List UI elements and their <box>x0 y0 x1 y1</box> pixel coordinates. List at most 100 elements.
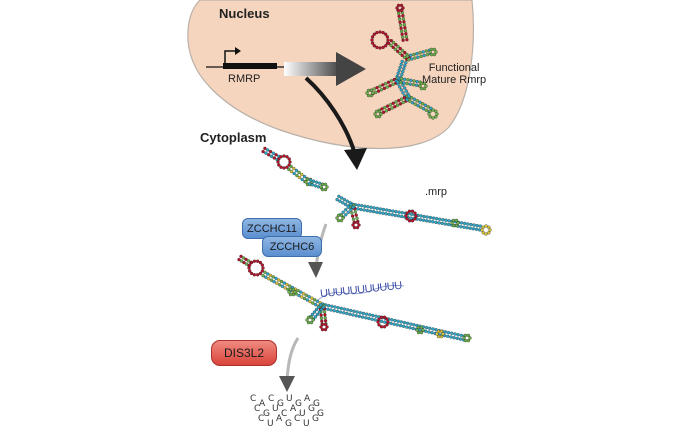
nucleotide-dot <box>429 47 434 52</box>
nucleotide-dot <box>421 102 425 106</box>
nucleotide-dot <box>316 305 321 309</box>
nucleotide-dot <box>468 226 472 230</box>
gene-label: RMRP <box>228 73 261 85</box>
nucleotide-dot <box>404 214 408 218</box>
nucleotide-dot <box>383 81 388 86</box>
nucleotide-dot <box>247 266 251 270</box>
nucleotide-dot <box>402 96 407 100</box>
nucleotide-dot <box>327 303 331 308</box>
nucleotide-dot <box>393 318 397 323</box>
nucleotide-dot <box>322 310 327 314</box>
nucleotide-dot <box>447 219 451 223</box>
nucleotide-dot <box>354 213 358 217</box>
nucleotide-dot <box>415 79 419 84</box>
nucleotide-dot <box>349 203 353 207</box>
nucleotide-dot <box>261 274 265 278</box>
nucleotide-dot <box>378 207 383 211</box>
nucleotide-dot <box>415 99 419 103</box>
nucleotide-dot <box>423 103 428 107</box>
nucleotide-dot <box>288 287 293 292</box>
nucleotide-dot <box>292 166 296 171</box>
nucleotide-dot <box>371 91 375 95</box>
nucleotide-dot <box>404 60 408 65</box>
nucleotide-dot <box>356 203 361 207</box>
nucleotide-dot <box>288 292 293 297</box>
nucleotide-dot <box>428 326 432 330</box>
nucleotide-dot <box>344 208 348 212</box>
nucleotide-dot <box>402 320 407 325</box>
nucleotide-dot <box>444 218 448 222</box>
nucleotide-dot <box>351 313 355 317</box>
nucleotide-dot <box>405 325 409 329</box>
nucleotide-dot <box>451 223 456 228</box>
nucleotide-dot <box>431 108 435 112</box>
nucleotide-letter: U <box>267 419 274 429</box>
nucleotide-letter: C <box>254 404 261 414</box>
nucleotide-dot <box>418 84 422 88</box>
nucleotide-dot <box>385 317 389 321</box>
nucleotide-dot <box>398 46 402 51</box>
nucleotide-dot <box>398 102 403 106</box>
nucleotide-dot <box>396 71 400 76</box>
nucleotide-dot <box>424 325 429 330</box>
nucleotide-dot <box>427 330 431 334</box>
nucleotide-dot <box>381 45 385 50</box>
nucleotide-dot <box>283 286 287 290</box>
functional-label-line1: Functional <box>428 62 480 74</box>
nucleotide-dot <box>309 315 314 320</box>
nucleotide-dot <box>362 208 366 212</box>
nucleotide-dot <box>391 209 395 213</box>
nucleotide-dot <box>405 81 409 86</box>
cytoplasmic-rmrp-fragment <box>261 146 329 192</box>
nucleotide-dot <box>336 306 340 310</box>
nucleotide-letter: U <box>299 409 306 419</box>
nucleotide-dot <box>484 232 488 236</box>
nucleotide-dot <box>258 260 263 265</box>
nucleotide-dot <box>387 212 391 216</box>
nucleotide-dot <box>487 231 491 235</box>
nucleotide-letter: A <box>276 414 283 424</box>
nucleotide-dot <box>424 219 429 223</box>
nucleotide-dot <box>372 44 376 48</box>
nucleotide-dot <box>368 313 372 317</box>
nucleotide-letter: U <box>303 419 310 429</box>
nucleotide-dot <box>407 219 412 223</box>
nucleotide-letter: G <box>317 409 324 419</box>
nucleotide-dot <box>279 279 284 284</box>
nucleotide-dot <box>341 201 345 205</box>
nucleotide-dot <box>401 17 406 21</box>
nucleotide-dot <box>428 109 432 113</box>
nucleotide-dot <box>285 165 289 169</box>
nucleotide-dot <box>390 213 394 217</box>
nucleotide-dot <box>320 322 325 327</box>
nucleotide-dot <box>429 52 434 57</box>
nucleotide-dot <box>285 155 289 159</box>
nucleotide-dot <box>266 272 270 276</box>
nucleotide-letter: C <box>268 394 275 404</box>
nucleotide-dot <box>296 288 300 293</box>
nucleotide-dot <box>371 209 376 214</box>
nucleotide-dot <box>488 228 492 232</box>
nucleotide-dot <box>306 320 311 325</box>
nucleotide-dot <box>398 323 403 328</box>
nucleotide-dot <box>424 49 429 53</box>
nucleotide-dot <box>378 84 382 88</box>
nucleotide-dot <box>402 66 406 71</box>
nucleotide-dot <box>384 32 388 36</box>
nucleotide-dot <box>272 280 276 284</box>
nucleotide-dot <box>474 227 479 231</box>
nucleotide-dot <box>355 225 360 230</box>
nucleotide-dot <box>396 319 400 323</box>
nucleotide-dot <box>287 290 291 294</box>
nucleotide-dot <box>409 212 414 216</box>
nucleotide-dot <box>385 85 389 89</box>
nucleotide-dot <box>422 53 426 58</box>
nucleotide-dot <box>419 330 424 335</box>
zcchc6-protein: ZCCHC6 <box>262 236 322 257</box>
nucleotide-dot <box>379 112 383 116</box>
nucleotide-dot <box>379 325 384 329</box>
nucleotide-dot <box>304 180 308 184</box>
functional-rmrp-structure <box>365 3 439 120</box>
nucleotide-dot <box>302 174 307 179</box>
nucleotide-dot <box>344 213 348 217</box>
